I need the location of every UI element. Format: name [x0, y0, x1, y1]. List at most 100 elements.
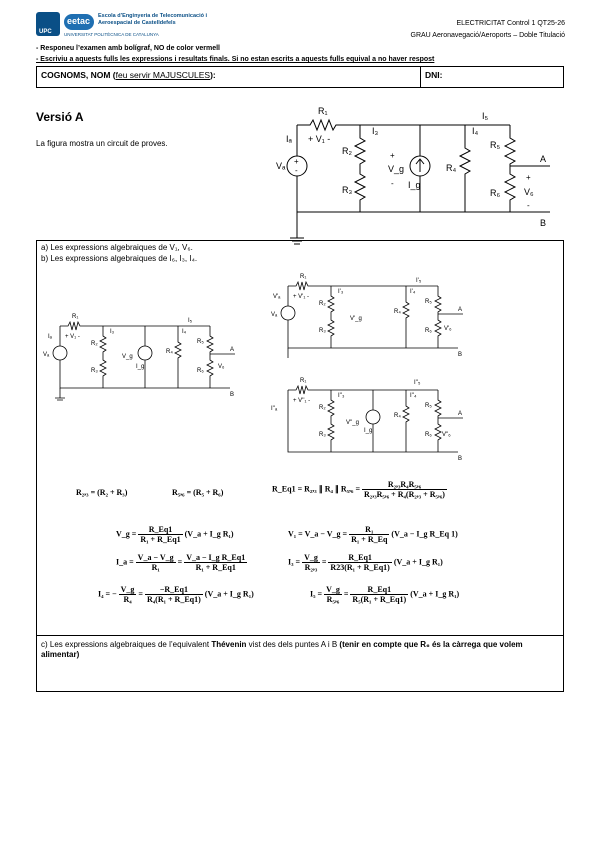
svg-text:+: + [294, 157, 299, 166]
svg-text:B: B [458, 456, 462, 462]
svg-text:Vₐ: Vₐ [43, 352, 50, 358]
svg-text:R₄: R₄ [394, 309, 401, 315]
school-name-line1: Escola d’Enginyeria de Telecomunicació i [98, 13, 208, 19]
svg-text:R₆: R₆ [197, 368, 204, 374]
svg-text:I''₅: I''₅ [414, 380, 421, 386]
eq-r23: R₂,₃ = (R₂ + R₃) [76, 488, 128, 497]
svg-text:R₅: R₅ [425, 403, 432, 409]
question-ab-box[interactable]: a) Les expressions algebraiques de V₁, V… [36, 240, 564, 636]
svg-text:I₃: I₃ [110, 329, 115, 335]
question-a: a) Les expressions algebraiques de V₁, V… [41, 243, 193, 252]
svg-text:+ V'₁ -: + V'₁ - [293, 294, 309, 300]
svg-text:R₃: R₃ [91, 368, 98, 374]
svg-text:I''₄: I''₄ [410, 393, 417, 399]
svg-text:V'ₐ: V'ₐ [273, 294, 281, 300]
svg-text:R₄: R₄ [166, 349, 173, 355]
svg-text:-: - [391, 179, 394, 188]
intro-text: La figura mostra un circuit de proves. [36, 139, 168, 148]
name-box[interactable]: COGNOMS, NOM (feu servir MAJUSCULES): DN… [36, 66, 564, 88]
svg-text:V₆: V₆ [524, 187, 534, 197]
svg-text:R₁: R₁ [300, 274, 306, 280]
version-title: Versió A [36, 110, 84, 124]
svg-text:V_g: V_g [388, 164, 404, 174]
instruction-write: - Escriviu a aquests fulls les expressio… [36, 56, 435, 63]
instruction-pen: - Responeu l’examen amb bolígraf, NO de … [36, 45, 220, 52]
svg-text:R₁: R₁ [72, 314, 78, 320]
circuit-superposition-2: R₁ + V''₁ - I''ₐ I''₃ R₂ R₃ V''_g I_g I'… [271, 378, 463, 462]
svg-text:R₂: R₂ [319, 301, 326, 307]
svg-text:R₂: R₂ [319, 405, 326, 411]
svg-text:I_g: I_g [364, 428, 372, 434]
svg-text:B: B [540, 218, 546, 228]
question-c-box[interactable]: c) Les expressions algebraiques de l’equ… [36, 636, 564, 692]
eq-r56: R₅,₆ = (R₅ + R₆) [172, 488, 224, 497]
svg-text:+: + [390, 151, 395, 160]
circuit-original-small: R₁ + V₁ - Iₐ Vₐ I₃ R₂ R₃ V_g I_g I₄ R₄ I… [43, 314, 235, 401]
question-b: b) Les expressions algebraiques de I₆, I… [41, 254, 198, 263]
svg-text:+: + [526, 173, 531, 182]
svg-text:R₆: R₆ [490, 188, 500, 198]
svg-text:A: A [540, 154, 546, 164]
svg-text:V'₆: V'₆ [444, 326, 452, 332]
svg-text:R₁: R₁ [300, 378, 306, 384]
course-title: ELECTRICITAT Control 1 QT25-26 [456, 20, 565, 27]
circuit-superposition-1: R₁ + V'₁ - V'ₐ Vₐ I'₃ R₂ R₃ V'_g I'₄ R₄ … [271, 274, 463, 358]
svg-text:Vₐ: Vₐ [271, 312, 278, 318]
eetac-logo-text: eetac [67, 16, 91, 26]
svg-text:V_g: V_g [122, 354, 133, 360]
svg-text:I''₃: I''₃ [338, 393, 345, 399]
svg-text:Iₐ: Iₐ [286, 134, 293, 144]
svg-text:B: B [458, 352, 462, 358]
svg-text:R₅: R₅ [425, 299, 432, 305]
dni-label: DNI: [425, 70, 443, 80]
svg-text:R₄: R₄ [394, 413, 401, 419]
svg-text:I₃: I₃ [372, 126, 379, 136]
school-name-line2: Aeroespacial de Castelldefels [98, 19, 176, 26]
svg-text:R₃: R₃ [319, 432, 326, 438]
university-logo: UPC eetac Escola d’Enginyeria de Telecom… [36, 12, 231, 38]
svg-text:I''ₐ: I''ₐ [271, 406, 278, 412]
upc-logo-icon: UPC [36, 12, 60, 36]
svg-text:I_g: I_g [136, 364, 144, 370]
main-circuit-diagram: R₁ + V₁ - Iₐ Vₐ + - I₃ R₂ R₃ + V_g - I_g… [276, 106, 550, 245]
svg-text:I'₃: I'₃ [338, 289, 344, 295]
svg-text:I'₄: I'₄ [410, 289, 416, 295]
svg-text:I₄: I₄ [182, 329, 187, 335]
university-name: UNIVERSITAT POLITÈCNICA DE CATALUNYA [64, 32, 159, 37]
svg-text:B: B [230, 392, 234, 398]
svg-text:+ V₁ -: + V₁ - [308, 134, 330, 144]
svg-text:I₄: I₄ [472, 126, 479, 136]
svg-text:V₆: V₆ [218, 364, 225, 370]
svg-text:R₆: R₆ [425, 432, 432, 438]
svg-text:R₁: R₁ [318, 106, 328, 116]
svg-text:R₄: R₄ [446, 163, 456, 173]
svg-text:R₃: R₃ [342, 185, 352, 195]
svg-text:V''_g: V''_g [346, 420, 359, 426]
svg-text:Vₐ: Vₐ [276, 161, 286, 171]
eetac-logo-icon: eetac [64, 14, 94, 30]
svg-text:V''₆: V''₆ [442, 432, 451, 438]
svg-text:-: - [295, 166, 298, 175]
svg-text:+ V₁ -: + V₁ - [65, 334, 80, 340]
svg-text:+ V''₁ -: + V''₁ - [293, 398, 310, 404]
svg-text:I_g: I_g [408, 180, 421, 190]
svg-text:A: A [458, 307, 462, 313]
svg-text:A: A [458, 411, 462, 417]
name-label: COGNOMS, NOM (feu servir MAJUSCULES): [41, 70, 216, 80]
course-degree: GRAU Aeronavegació/Aeroports – Doble Tit… [410, 32, 565, 39]
svg-text:R₂: R₂ [342, 146, 352, 156]
svg-text:R₃: R₃ [319, 328, 326, 334]
svg-text:V'_g: V'_g [350, 316, 362, 322]
svg-text:-: - [527, 201, 530, 210]
svg-text:R₅: R₅ [197, 339, 204, 345]
svg-text:Iₐ: Iₐ [48, 334, 53, 340]
svg-text:I'₅: I'₅ [416, 278, 422, 284]
svg-text:R₂: R₂ [91, 341, 98, 347]
